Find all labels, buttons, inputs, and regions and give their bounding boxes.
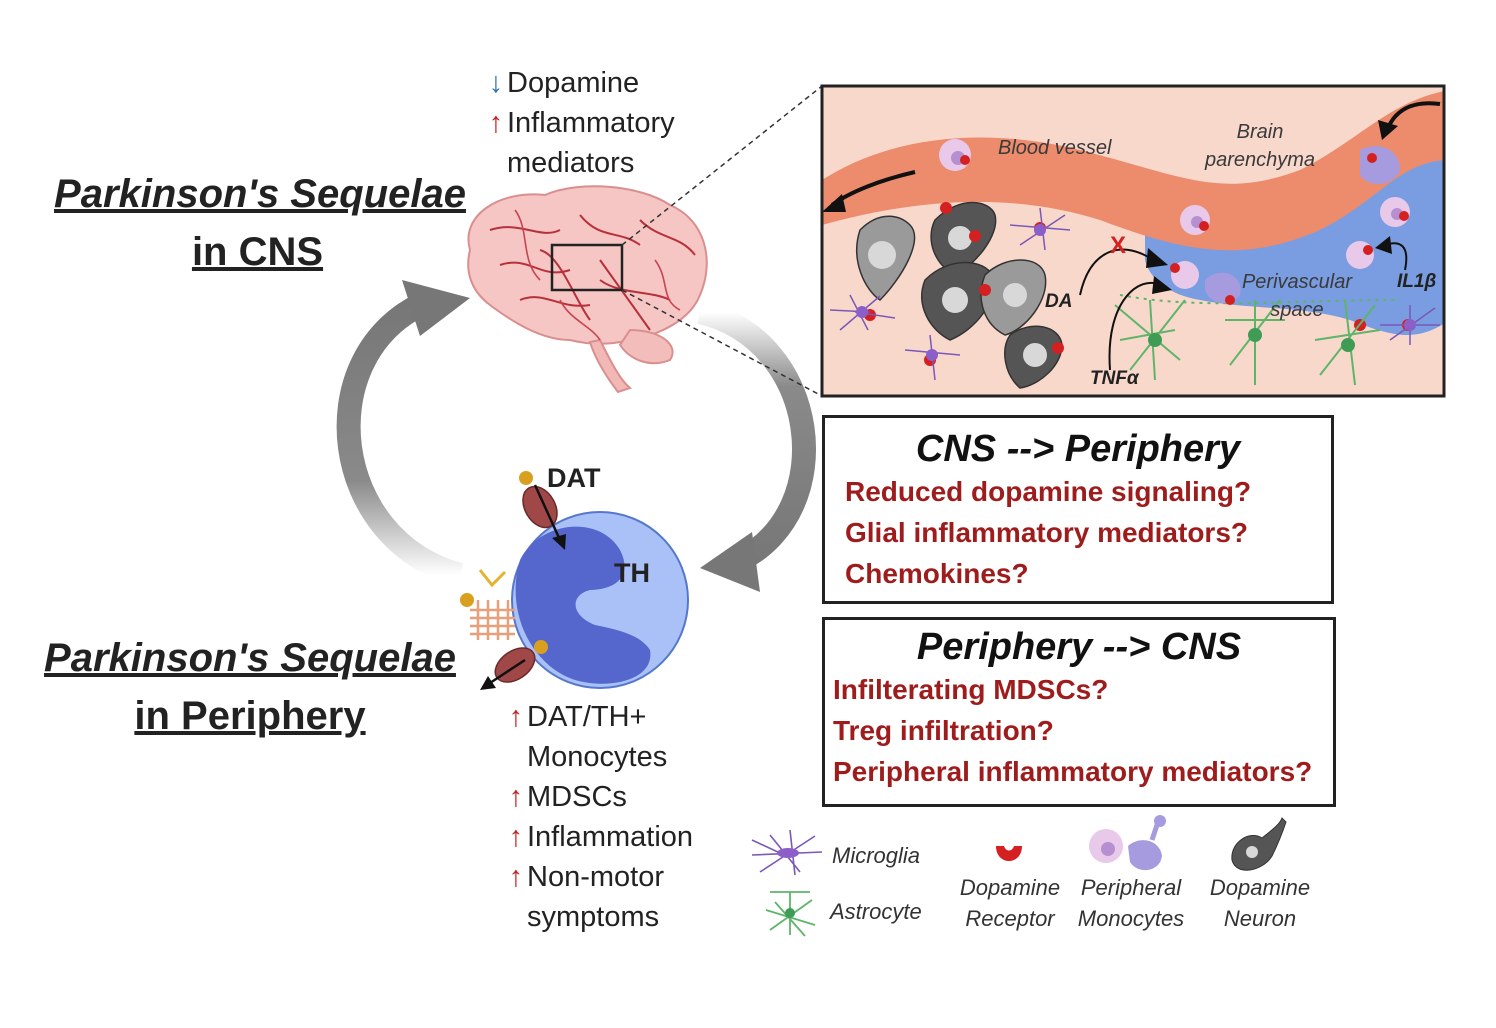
astrocyte-legend-icon (765, 891, 816, 937)
cns-change-item: mediators (507, 147, 635, 179)
periphery-to-cns-box: Periphery --> CNS Infilterating MDSCs? T… (822, 617, 1336, 807)
blood-vessel-region (822, 91, 1444, 251)
legend-astrocyte-label: Astrocyte (830, 899, 922, 924)
dopamine-neuron-legend-icon (1231, 817, 1287, 871)
cycle-arrow-right (696, 300, 817, 592)
down-arrow-icon: ↓ (488, 67, 504, 99)
zoom-box (550, 243, 624, 292)
periphery-change-item: ↑DAT/TH+ (505, 697, 693, 737)
cns-change-item: ↑Inflammatory (485, 103, 675, 143)
zoom-line-bottom (621, 289, 823, 397)
monocyte-cell-icon (460, 471, 689, 690)
periphery-change-item: ↑Inflammation (505, 817, 693, 857)
cns-title-line2: in CNS (191, 230, 324, 274)
receptor-icon (460, 569, 515, 640)
zoom-line-top (621, 85, 823, 246)
periphery-to-cns-heading: Periphery --> CNS (916, 626, 1242, 668)
tnfa-label: TNFα (1090, 368, 1139, 389)
question-item: Reduced dopamine signaling? (845, 476, 1252, 507)
question-item: Treg infiltration? (833, 715, 1054, 746)
dat-transporter-icon (480, 640, 548, 690)
cns-change-item: ↓Dopamine (485, 63, 675, 103)
block-x-mark: X (1110, 232, 1127, 259)
legend-microglia-label: Microglia (832, 843, 921, 868)
periphery-title: Parkinson's Sequelae (30, 636, 470, 681)
cns-title-line1: Parkinson's Sequelae (54, 172, 466, 216)
dat-transporter-icon (519, 471, 566, 550)
up-arrow-icon: ↑ (508, 821, 524, 853)
microglia-legend-icon (751, 829, 823, 876)
blood-vessel-label: Blood vessel (998, 137, 1112, 159)
dat-label: DAT (547, 463, 601, 493)
cns-to-periphery-box: CNS --> Periphery Reduced dopamine signa… (822, 415, 1334, 604)
dopamine-receptor-legend-icon (996, 846, 1022, 861)
th-label: TH (614, 558, 650, 588)
zoom-panel (820, 84, 1446, 398)
il1b-label: IL1β (1397, 271, 1437, 292)
periphery-changes-list: ↑DAT/TH+ Monocytes ↑MDSCs ↑Inflammation … (505, 697, 693, 937)
question-item: Chemokines? (845, 558, 1029, 589)
up-arrow-icon: ↑ (508, 861, 524, 893)
cns-title-sub: in CNS (30, 230, 485, 275)
cns-to-periphery-heading: CNS --> Periphery (915, 428, 1241, 470)
up-arrow-icon: ↑ (508, 781, 524, 813)
question-item: Infilterating MDSCs? (833, 674, 1109, 705)
periphery-change-item: symptoms (527, 901, 660, 933)
periphery-title-line1: Parkinson's Sequelae (44, 636, 456, 680)
up-arrow-icon: ↑ (508, 701, 524, 733)
periphery-title-line2: in Periphery (134, 694, 366, 738)
question-item: Glial inflammatory mediators? (845, 517, 1248, 548)
periphery-title-sub: in Periphery (30, 694, 470, 739)
peripheral-monocytes-legend-icon (1089, 815, 1166, 871)
cycle-arrow-left (336, 280, 470, 587)
cns-title: Parkinson's Sequelae (30, 172, 490, 217)
periphery-change-item: ↑MDSCs (505, 777, 693, 817)
up-arrow-icon: ↑ (488, 107, 504, 139)
da-label: DA (1045, 291, 1073, 312)
brain-icon (467, 185, 708, 394)
question-item: Peripheral inflammatory mediators? (833, 756, 1313, 787)
periphery-change-item: Monocytes (527, 741, 668, 773)
periphery-change-item: ↑Non-motor (505, 857, 693, 897)
cns-changes-list: ↓Dopamine ↑Inflammatory mediators (485, 63, 675, 183)
